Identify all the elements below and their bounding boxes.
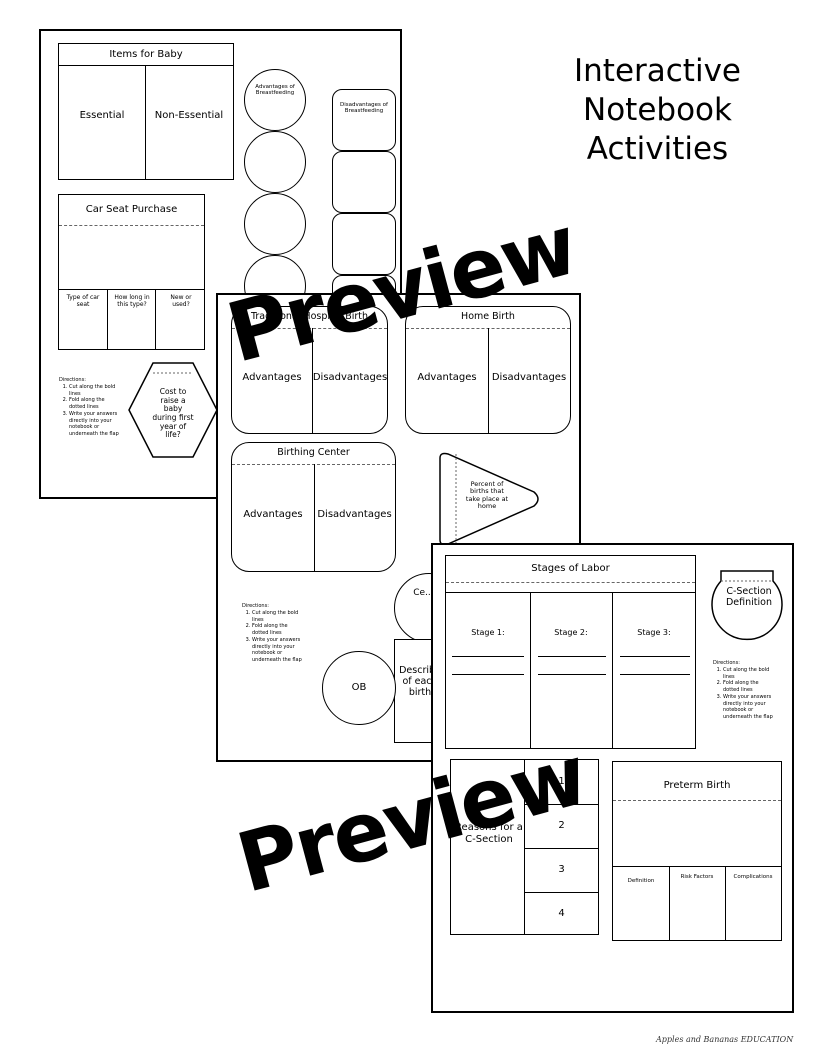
items-for-baby-title: Items for Baby — [109, 49, 183, 60]
direction-item: Fold along the dotted lines — [252, 623, 304, 637]
dis-box-3 — [332, 213, 396, 275]
page-1: Items for Baby Essential Non-Essential C… — [39, 29, 402, 499]
cost-hexagon-label: Cost to raise a baby during first year o… — [152, 387, 194, 440]
essential-label: Essential — [79, 110, 125, 121]
ob-label: OB — [351, 682, 367, 693]
home-advantages: Advantages — [417, 372, 477, 383]
car-seat-title: Car Seat Purchase — [85, 204, 178, 215]
direction-item: Write your answers directly into your no… — [252, 637, 304, 664]
reasons-label: Reasons for a C-Section — [455, 822, 523, 845]
stage-1-label: Stage 1: — [471, 628, 505, 637]
direction-item: Cut along the bold lines — [69, 384, 119, 398]
ob-circle: OB — [322, 651, 396, 725]
home-birth-title: Home Birth — [461, 311, 515, 322]
home-birth-box: Home Birth Advantages Disadvantages — [405, 306, 571, 434]
car-seat-col-2: How long in this type? — [114, 294, 150, 308]
stages-of-labor-box: Stages of Labor Stage 1: Stage 2: Stage … — [445, 555, 696, 749]
car-seat-box: Car Seat Purchase Type of car seat How l… — [58, 194, 205, 350]
directions-label: Directions: — [242, 603, 269, 609]
non-essential-label: Non-Essential — [154, 110, 224, 121]
reason-number: 4 — [558, 908, 565, 919]
reasons-box: Reasons for a C-Section — [450, 759, 526, 935]
heading-line-2: Notebook — [583, 91, 732, 128]
items-for-baby-box: Items for Baby Essential Non-Essential — [58, 43, 234, 180]
cost-hexagon — [128, 362, 218, 458]
heading-line-3: Activities — [586, 130, 729, 167]
hospital-birth-title: Traditional Hospital Birth — [250, 311, 369, 322]
home-disadvantages: Disadvantages — [491, 372, 567, 383]
stages-of-labor-title: Stages of Labor — [531, 563, 610, 574]
direction-item: Fold along the dotted lines — [69, 397, 119, 411]
hospital-disadvantages: Disadvantages — [312, 372, 388, 383]
direction-item: Fold along the dotted lines — [723, 680, 775, 694]
hospital-birth-box: Traditional Hospital Birth Advantages Di… — [231, 306, 388, 434]
reason-number: 2 — [558, 820, 565, 831]
preterm-birth-title: Preterm Birth — [663, 780, 731, 791]
preterm-col-3: Complications — [733, 874, 773, 880]
adv-breastfeeding-label: Advantages of Breastfeeding — [255, 84, 295, 97]
adv-circle-3 — [244, 193, 306, 255]
car-seat-col-3: New or used? — [170, 294, 192, 308]
direction-item: Write your answers directly into your no… — [69, 411, 119, 438]
direction-item: Cut along the bold lines — [723, 667, 775, 681]
publisher-credit: Apples and Bananas EDUCATION — [656, 1035, 794, 1044]
directions-2: Directions: Cut along the bold lines Fol… — [242, 603, 304, 664]
reasons-number-column: 1 2 3 4 — [524, 759, 599, 935]
preterm-col-2: Risk Factors — [680, 874, 714, 880]
directions-1: Directions: Cut along the bold lines Fol… — [59, 377, 119, 438]
preterm-col-1: Definition — [627, 878, 655, 884]
reason-number: 3 — [558, 864, 565, 875]
birthing-center-title: Birthing Center — [277, 447, 350, 458]
stage-3-label: Stage 3: — [637, 628, 671, 637]
birthing-center-box: Birthing Center Advantages Disadvantages — [231, 442, 396, 572]
csection-definition-label: C-Section Definition — [725, 586, 772, 608]
center-advantages: Advantages — [243, 509, 303, 520]
center-disadvantages: Disadvantages — [317, 509, 392, 520]
csection-definition-shape — [711, 570, 783, 641]
page-heading: Interactive Notebook Activities — [545, 52, 770, 168]
dis-box-2 — [332, 151, 396, 213]
directions-label: Directions: — [713, 660, 740, 666]
adv-circle-2 — [244, 131, 306, 193]
car-seat-col-1: Type of car seat — [66, 294, 100, 308]
page-3: Stages of Labor Stage 1: Stage 2: Stage … — [431, 543, 794, 1013]
dis-breastfeeding-label: Disadvantages of Breastfeeding — [340, 102, 388, 115]
directions-3: Directions: Cut along the bold lines Fol… — [713, 660, 775, 721]
dis-breastfeeding-box: Disadvantages of Breastfeeding — [332, 89, 396, 151]
direction-item: Cut along the bold lines — [252, 610, 304, 624]
hospital-advantages: Advantages — [242, 372, 302, 383]
directions-label: Directions: — [59, 377, 86, 383]
adv-breastfeeding-circle: Advantages of Breastfeeding — [244, 69, 306, 131]
stage-2-label: Stage 2: — [554, 628, 588, 637]
direction-item: Write your answers directly into your no… — [723, 694, 775, 721]
describe-label: Describe of each birth — [399, 665, 441, 698]
percent-home-label: Percent of births that take place at hom… — [465, 480, 509, 511]
heading-line-1: Interactive — [574, 53, 741, 89]
reason-number: 1 — [558, 776, 565, 787]
preterm-birth-box: Preterm Birth Definition Risk Factors Co… — [612, 761, 782, 941]
